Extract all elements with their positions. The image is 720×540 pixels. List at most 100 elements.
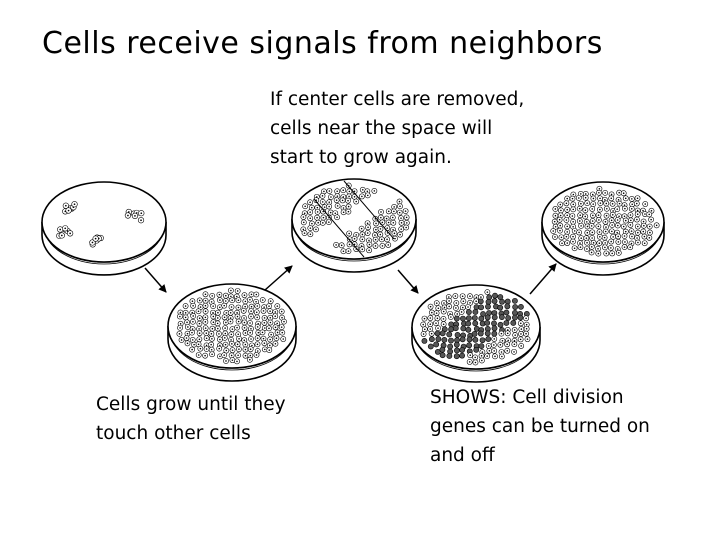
cell-nucleus <box>197 354 200 356</box>
cell-nucleus <box>616 219 619 221</box>
cell-nucleus <box>225 312 228 314</box>
cell-nucleus <box>380 216 382 219</box>
cell-nucleus <box>648 225 651 228</box>
left-caption-line: touch other cells <box>96 423 251 444</box>
cell-nucleus <box>185 337 188 339</box>
scratch-edge <box>343 180 395 240</box>
cell-nucleus <box>571 197 574 200</box>
cell-nucleus <box>225 294 227 297</box>
cell-nucleus <box>380 238 383 241</box>
cell-nucleus <box>400 217 402 219</box>
cell-nucleus <box>590 225 593 227</box>
cell-nucleus <box>204 293 207 296</box>
cell-nucleus <box>353 196 356 198</box>
cell-nucleus <box>361 189 364 191</box>
top-caption-line: cells near the space will <box>270 118 493 139</box>
cell-nucleus <box>255 354 258 356</box>
cell-nucleus <box>493 350 495 352</box>
cell-nucleus <box>257 331 260 334</box>
cell-nucleus <box>321 195 324 197</box>
cell-nucleus <box>316 211 319 213</box>
cell <box>484 330 491 337</box>
cell-nucleus <box>525 323 528 326</box>
cell-nucleus <box>191 339 194 341</box>
cell-nucleus <box>204 327 207 329</box>
cell-nucleus <box>507 339 509 342</box>
cell-nucleus <box>586 241 588 244</box>
cell-nucleus <box>513 329 516 331</box>
cell-nucleus <box>578 231 580 234</box>
cell-nucleus <box>368 249 370 252</box>
cell-nucleus <box>604 199 606 201</box>
cell-nucleus <box>263 306 265 308</box>
cell <box>486 294 493 301</box>
cell-nucleus <box>566 231 569 233</box>
cell-nucleus <box>424 328 426 331</box>
cell-nucleus <box>513 351 515 353</box>
cell <box>446 353 453 359</box>
cell-nucleus <box>229 317 232 319</box>
cell <box>512 314 518 321</box>
cell-nucleus <box>554 225 557 228</box>
cell-nucleus <box>309 227 312 229</box>
cell-nucleus <box>566 242 569 244</box>
cell <box>448 321 455 328</box>
cell-nucleus <box>554 236 556 238</box>
top-caption-line: If center cells are removed, <box>270 89 525 110</box>
cell-nucleus <box>192 315 194 317</box>
cell-nucleus <box>263 317 266 319</box>
cell-nucleus <box>393 232 396 235</box>
cell-nucleus <box>404 210 407 212</box>
cell-nucleus <box>250 327 252 330</box>
cell-nucleus <box>572 235 574 238</box>
cell-nucleus <box>140 219 142 222</box>
cell-nucleus <box>580 225 582 227</box>
cell-nucleus <box>73 203 76 206</box>
cell-nucleus <box>268 327 270 330</box>
cell-nucleus <box>316 196 318 198</box>
cell-nucleus <box>623 235 626 237</box>
cell-nucleus <box>186 342 189 345</box>
cell-nucleus <box>316 216 318 219</box>
cell-nucleus <box>597 214 600 216</box>
cell-nucleus <box>391 216 394 219</box>
cell-nucleus <box>336 216 338 219</box>
cell-nucleus <box>134 215 136 217</box>
cell-nucleus <box>629 214 632 216</box>
cell-nucleus <box>256 305 259 307</box>
cell-nucleus <box>218 293 221 296</box>
cell-nucleus <box>212 305 214 307</box>
cell-nucleus <box>481 351 484 353</box>
cell-nucleus <box>269 338 271 341</box>
cell-nucleus <box>488 350 491 352</box>
cell-nucleus <box>559 229 561 232</box>
cell-nucleus <box>487 345 490 347</box>
cell <box>439 330 446 337</box>
cell-nucleus <box>264 327 266 329</box>
cell-nucleus <box>636 209 639 212</box>
cell-nucleus <box>617 252 620 254</box>
cell-nucleus <box>577 197 580 199</box>
cell-nucleus <box>342 196 345 198</box>
cell-nucleus <box>269 316 272 319</box>
cell <box>459 336 466 343</box>
cell <box>485 303 491 310</box>
cell-nucleus <box>622 225 625 228</box>
cell-nucleus <box>303 221 305 224</box>
cell-nucleus <box>335 244 337 246</box>
cell-nucleus <box>275 337 278 339</box>
cell-nucleus <box>336 195 339 197</box>
cell-nucleus <box>191 311 194 314</box>
cell-nucleus <box>580 193 582 195</box>
cell-nucleus <box>210 333 213 335</box>
cell-nucleus <box>373 190 376 192</box>
cell-nucleus <box>514 334 516 336</box>
cell-nucleus <box>590 251 593 254</box>
cell-nucleus <box>506 343 508 346</box>
cell-nucleus <box>572 208 575 211</box>
cell-nucleus <box>311 206 313 209</box>
cell-nucleus <box>374 234 376 236</box>
cell-nucleus <box>448 305 450 308</box>
cell-nucleus <box>244 343 247 346</box>
cell-nucleus <box>231 349 234 351</box>
